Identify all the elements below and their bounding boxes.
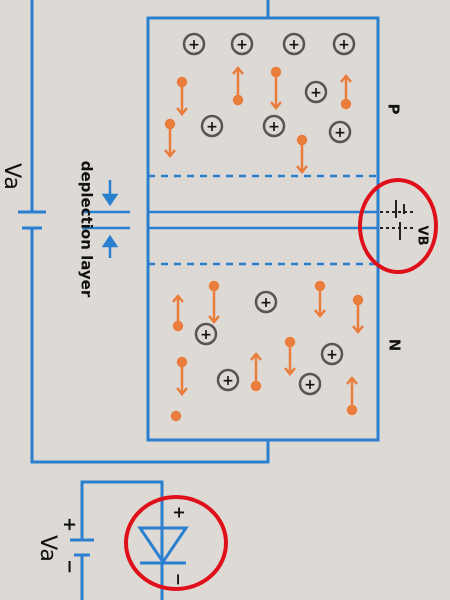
hole-plus-sign: + [338,37,350,53]
hole-plus-sign: + [236,37,248,53]
hole-ring [328,120,352,144]
hole-plus-sign: + [206,119,218,135]
hole-ring [194,322,218,346]
top-wire [148,0,270,20]
label-plus-diode: + [170,505,190,520]
electron-arrowhead [346,376,358,385]
hole-ring [282,32,306,56]
label-p-region: P [384,103,403,115]
hole-ring [298,372,322,396]
hole-plus-sign: + [200,327,212,343]
left-bottom-wire [30,228,270,464]
electron-arrowhead [270,101,282,110]
label-minus-diode: − [169,572,189,587]
battery-vb [380,200,414,240]
hole-ring [216,368,240,392]
hole-plus-sign: + [188,37,200,53]
hole-ring [304,80,328,104]
electron-arrowhead [296,165,308,174]
label-va-bottom: Va [34,535,60,562]
hole-ring [230,32,254,56]
label-n-region: N [385,338,404,352]
electron-arrowhead [352,325,364,334]
label-vb: VB [414,225,430,246]
hole-ring [262,114,286,138]
diode-symbol [137,526,189,565]
hole-ring [332,32,356,56]
depletion-boundaries [148,174,378,266]
electron-arrowhead [250,352,262,361]
electron-arrowhead [208,315,220,324]
electron-arrowhead [340,74,352,83]
label-depletion-layer: deplection layer [77,160,96,298]
hole-plus-sign: + [260,295,272,311]
depletion-arrows [82,180,130,258]
battery-va-top [18,210,46,230]
label-minus-battery: − [59,558,81,575]
hole-ring [254,290,278,314]
electron-dot [170,410,182,422]
battery-va-bottom [70,538,94,557]
electron-arrowhead [164,149,176,158]
electron-arrowhead [176,387,188,396]
hole-plus-sign: + [334,125,346,141]
hole-plus-sign: + [268,119,280,135]
label-plus-battery: + [59,516,81,533]
hole-ring [320,342,344,366]
highlight-circle-diode [124,495,228,591]
circuit-wires [30,0,270,600]
hole-plus-sign: + [326,347,338,363]
hole-plus-sign: + [222,373,234,389]
electron-arrowhead [314,309,326,318]
hole-plus-sign: + [288,37,300,53]
highlight-circle-vb [358,178,438,274]
electron-arrowhead [284,367,296,376]
electrons-group [164,66,364,422]
electron-arrowhead [232,66,244,75]
hole-ring [182,32,206,56]
hole-plus-sign: + [304,377,316,393]
electron-arrowhead [176,107,188,116]
electron-arrowhead [172,294,184,303]
bottom-wire-va2 [80,480,164,600]
hole-ring [200,114,224,138]
holes-group: + + + + + + + + + + + + + [182,32,356,396]
label-va-top: Va [0,163,24,190]
hole-plus-sign: + [310,85,322,101]
